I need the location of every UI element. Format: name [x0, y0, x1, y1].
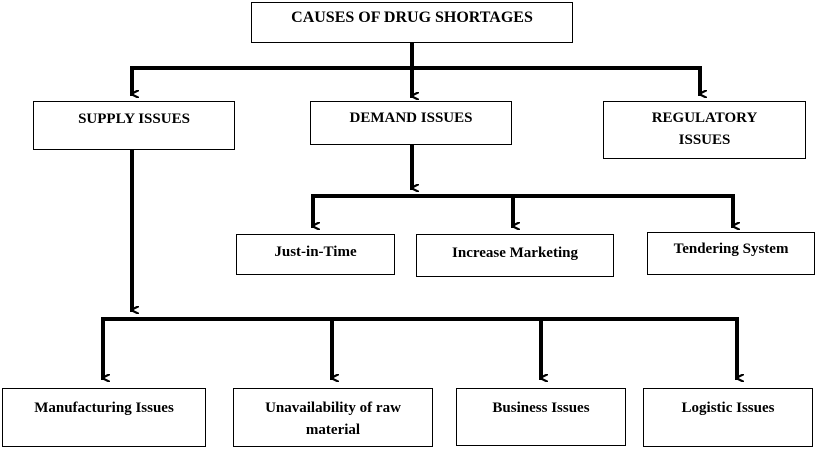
logistic-issues-label: Logistic Issues [681, 400, 775, 416]
supply-issues-box: SUPPLY ISSUES [33, 101, 235, 150]
tendering-system-label: Tendering System [673, 241, 789, 257]
business-issues-box: Business Issues [456, 388, 626, 446]
regulatory-issues-label: REGULATORY ISSUES [651, 110, 758, 148]
logistic-issues-box: Logistic Issues [643, 388, 813, 447]
supply-issues-label: SUPPLY ISSUES [78, 111, 190, 127]
demand-issues-box: DEMAND ISSUES [310, 101, 512, 145]
manufacturing-issues-box: Manufacturing Issues [2, 388, 206, 447]
tendering-system-box: Tendering System [647, 232, 815, 275]
increase-marketing-label: Increase Marketing [452, 245, 578, 261]
root-label: CAUSES OF DRUG SHORTAGES [291, 9, 533, 26]
demand-issues-label: DEMAND ISSUES [349, 110, 473, 126]
increase-marketing-box: Increase Marketing [416, 234, 614, 277]
business-issues-label: Business Issues [492, 400, 590, 416]
manufacturing-issues-label: Manufacturing Issues [34, 400, 174, 416]
raw-material-box: Unavailability of raw material [233, 388, 433, 447]
root-box: CAUSES OF DRUG SHORTAGES [251, 2, 573, 43]
regulatory-issues-box: REGULATORY ISSUES [603, 101, 806, 159]
just-in-time-box: Just-in-Time [236, 234, 395, 275]
just-in-time-label: Just-in-Time [274, 244, 357, 260]
raw-material-label: Unavailability of raw material [265, 400, 401, 438]
